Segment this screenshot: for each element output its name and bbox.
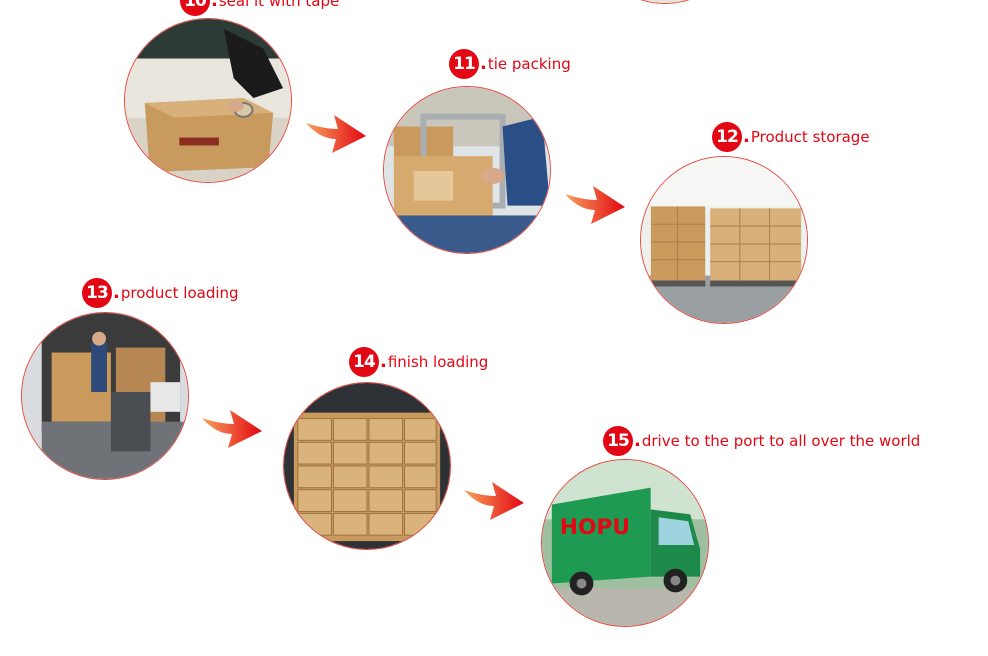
step-13-photo xyxy=(21,312,189,480)
flow-arrow-icon xyxy=(565,186,625,224)
step-14-label: 14 . finish loading xyxy=(349,347,488,377)
step-15-dot: . xyxy=(634,430,641,451)
step-15-badge: 15 xyxy=(603,426,633,456)
step-14-badge: 14 xyxy=(349,347,379,377)
step-11-text: tie packing xyxy=(487,55,571,73)
step-12-photo xyxy=(640,156,808,324)
step-11-photo xyxy=(383,86,551,254)
step-15-label: 15 . drive to the port to all over the w… xyxy=(603,426,920,456)
step-14-dot: . xyxy=(380,351,387,372)
step-10-text: seal it with tape xyxy=(218,0,340,10)
flow-arrow-icon xyxy=(202,410,262,448)
flow-arrow-icon xyxy=(306,115,366,153)
step-14-text: finish loading xyxy=(387,353,489,371)
step-15-text: drive to the port to all over the world xyxy=(641,432,921,450)
step-12-label: 12 . Product storage xyxy=(712,122,870,152)
step-11-dot: . xyxy=(480,53,487,74)
step-10-badge: 10 xyxy=(180,0,210,16)
flow-arrow-icon xyxy=(464,482,524,520)
step-10-photo xyxy=(124,18,292,183)
step-15-photo: HOPU xyxy=(541,459,709,627)
step-13-badge: 13 xyxy=(82,278,112,308)
truck-brand-text: HOPU xyxy=(560,515,630,540)
step-13-label: 13 . product loading xyxy=(82,278,239,308)
step-10-label: 10 . seal it with tape xyxy=(180,0,339,16)
step-12-dot: . xyxy=(743,126,750,147)
step-12-badge: 12 xyxy=(712,122,742,152)
previous-step-photo xyxy=(585,0,745,4)
step-11-badge: 11 xyxy=(449,49,479,79)
step-12-text: Product storage xyxy=(750,128,870,146)
step-13-text: product loading xyxy=(120,284,239,302)
step-10-dot: . xyxy=(211,0,218,11)
step-13-dot: . xyxy=(113,282,120,303)
step-11-label: 11 . tie packing xyxy=(449,49,571,79)
step-14-photo xyxy=(283,382,451,550)
